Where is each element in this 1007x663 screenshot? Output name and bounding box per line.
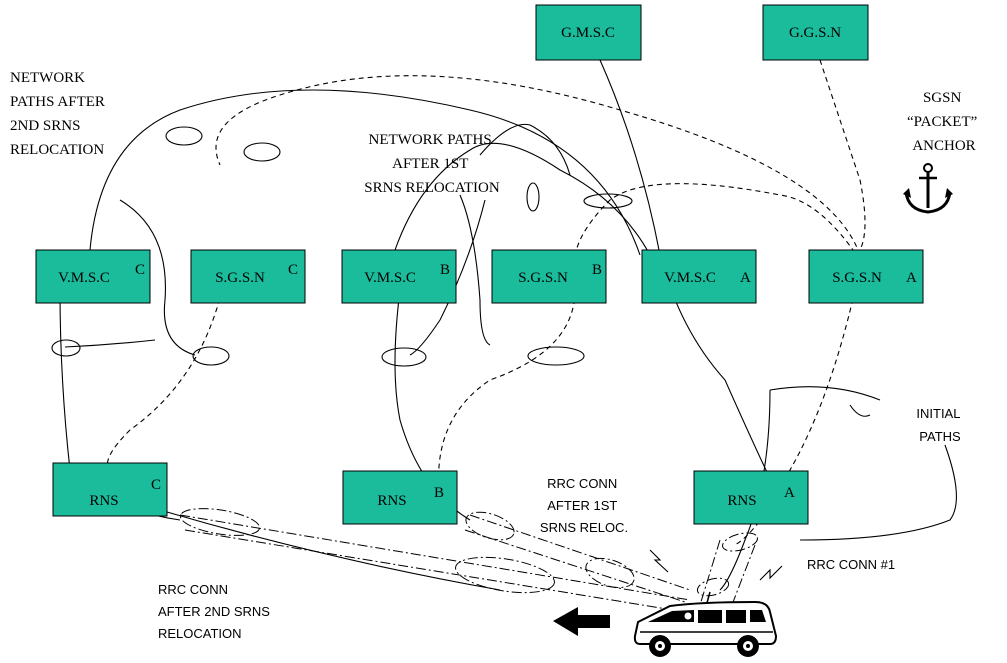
ggsn-box: G.G.S.N bbox=[762, 4, 869, 61]
arc-ggsn-sgsn-c bbox=[215, 75, 861, 256]
vmsc-c-connector bbox=[64, 339, 156, 348]
arc-ggsn-sgsn-b bbox=[573, 183, 861, 271]
rrc-conn-1st-label: RRC CONN AFTER 1ST SRNS RELOC. bbox=[540, 476, 628, 535]
radio-zigzag bbox=[649, 549, 669, 573]
label-pointer-1st bbox=[459, 194, 491, 346]
sgsn-c-box: S.G.S.N C bbox=[190, 249, 306, 304]
rrc-tube-end bbox=[721, 532, 759, 552]
rrc-tube-1st bbox=[464, 529, 686, 603]
sgsn-c-tag: C bbox=[288, 262, 298, 278]
junction-ellipse bbox=[526, 182, 540, 212]
rrc-tube-end bbox=[455, 556, 555, 594]
ggsn-path bbox=[819, 59, 866, 251]
initial-paths-label: INITIAL PATHS bbox=[916, 406, 963, 444]
sgsn-a-tag: A bbox=[906, 270, 917, 286]
vmsc-c-label-curve bbox=[119, 199, 196, 356]
sgsn-a-box: S.G.S.N A bbox=[808, 249, 924, 304]
rrc-tube-end bbox=[465, 511, 515, 541]
network-paths-2nd-label: NETWORK PATHS AFTER 2ND SRNS RELOCATION bbox=[10, 70, 109, 158]
sgsn-b-tag: B bbox=[592, 262, 602, 278]
vmsc-b-tag: B bbox=[440, 262, 450, 278]
rns-c-tag: C bbox=[151, 477, 161, 493]
rrc-tube-end bbox=[585, 557, 635, 589]
vmsc-b-label: V.M.S.C bbox=[364, 270, 416, 286]
junction-ellipse bbox=[527, 346, 585, 366]
label-bracket-1st bbox=[479, 123, 571, 176]
rns-c-bottom-line bbox=[159, 509, 501, 591]
junction-ellipse bbox=[583, 193, 633, 209]
sgsn-a-label: S.G.S.N bbox=[832, 270, 882, 286]
label-pointer-1st-b bbox=[409, 199, 486, 356]
radio-zigzag bbox=[759, 565, 783, 581]
rns-c-box: RNS C bbox=[52, 462, 168, 517]
rrc-tube-1 bbox=[699, 539, 721, 606]
initial-paths-pointer-1 bbox=[769, 386, 881, 401]
initial-sgsn-path bbox=[734, 289, 856, 546]
rrc-connections bbox=[179, 508, 759, 613]
junction-ellipse bbox=[381, 347, 427, 367]
left-arrow-icon bbox=[553, 607, 610, 636]
rrc-tube-1st bbox=[469, 514, 691, 591]
rrc-tube-end bbox=[696, 577, 730, 597]
junction-ellipse bbox=[51, 339, 81, 357]
vmsc-a-box: V.M.S.C A bbox=[641, 249, 757, 304]
rns-a-tag: A bbox=[784, 485, 795, 501]
junction-ellipse bbox=[165, 126, 203, 146]
rrc-conn-2nd-label: RRC CONN AFTER 2ND SRNS RELOCATION bbox=[158, 582, 274, 641]
vmsc-c-box: V.M.S.C C bbox=[35, 249, 151, 304]
rrc-tube-end bbox=[179, 508, 261, 536]
sgsn-anchor-label: SGSN “PACKET” ANCHOR bbox=[907, 90, 981, 154]
rns-a-box: RNS A bbox=[693, 470, 809, 525]
junction-ellipse bbox=[192, 346, 230, 366]
arc-gmsc-vmsc-c bbox=[89, 89, 641, 256]
vmsc-c-tag: C bbox=[135, 262, 145, 278]
network-paths-1st-label: NETWORK PATHS AFTER 1ST SRNS RELOCATION bbox=[364, 132, 500, 196]
vmsc-c-label: V.M.S.C bbox=[58, 270, 110, 286]
anchor-icon bbox=[903, 163, 953, 214]
rrc-tube-2nd bbox=[179, 514, 691, 601]
rns-b-label: RNS bbox=[377, 493, 406, 509]
rns-c-label: RNS bbox=[89, 493, 118, 509]
rns-a-label: RNS bbox=[727, 493, 756, 509]
vmsc-a-label: V.M.S.C bbox=[664, 270, 716, 286]
sgsn-b-to-rns-b bbox=[438, 289, 576, 501]
rns-b-box: RNS B bbox=[342, 470, 458, 525]
sgsn-b-label: S.G.S.N bbox=[518, 270, 568, 286]
vmsc-b-box: V.M.S.C B bbox=[341, 249, 457, 304]
vmsc-a-tag: A bbox=[740, 270, 751, 286]
junction-ellipses bbox=[51, 126, 633, 367]
sgsn-b-box: S.G.S.N B bbox=[491, 249, 607, 304]
initial-paths-pointer-2 bbox=[849, 404, 871, 417]
gmsc-label: G.M.S.C bbox=[561, 25, 615, 41]
sgsn-c-label: S.G.S.N bbox=[215, 270, 265, 286]
annotations: NETWORK PATHS AFTER 2ND SRNS RELOCATION … bbox=[10, 70, 981, 641]
gmsc-box: G.M.S.C bbox=[535, 4, 642, 61]
node-boxes: G.M.S.C G.G.S.N V.M.S.C C S.G.S.N C V.M.… bbox=[35, 4, 924, 525]
rrc-tube-2nd bbox=[184, 529, 686, 613]
sgsn-c-to-rns-c bbox=[106, 289, 223, 471]
initial-paths-pointer-3 bbox=[799, 444, 957, 541]
initial-vmsc-path bbox=[719, 389, 771, 591]
rrc-tube-1 bbox=[729, 544, 756, 611]
ggsn-label: G.G.S.N bbox=[789, 25, 841, 41]
rrc-conn-1-label: RRC CONN #1 bbox=[807, 557, 895, 572]
gmsc-path bbox=[599, 59, 791, 521]
network-paths bbox=[59, 59, 957, 591]
radio-signals bbox=[649, 549, 783, 581]
junction-ellipse bbox=[243, 142, 281, 162]
car-icon bbox=[633, 591, 778, 657]
rns-b-tag: B bbox=[434, 485, 444, 501]
